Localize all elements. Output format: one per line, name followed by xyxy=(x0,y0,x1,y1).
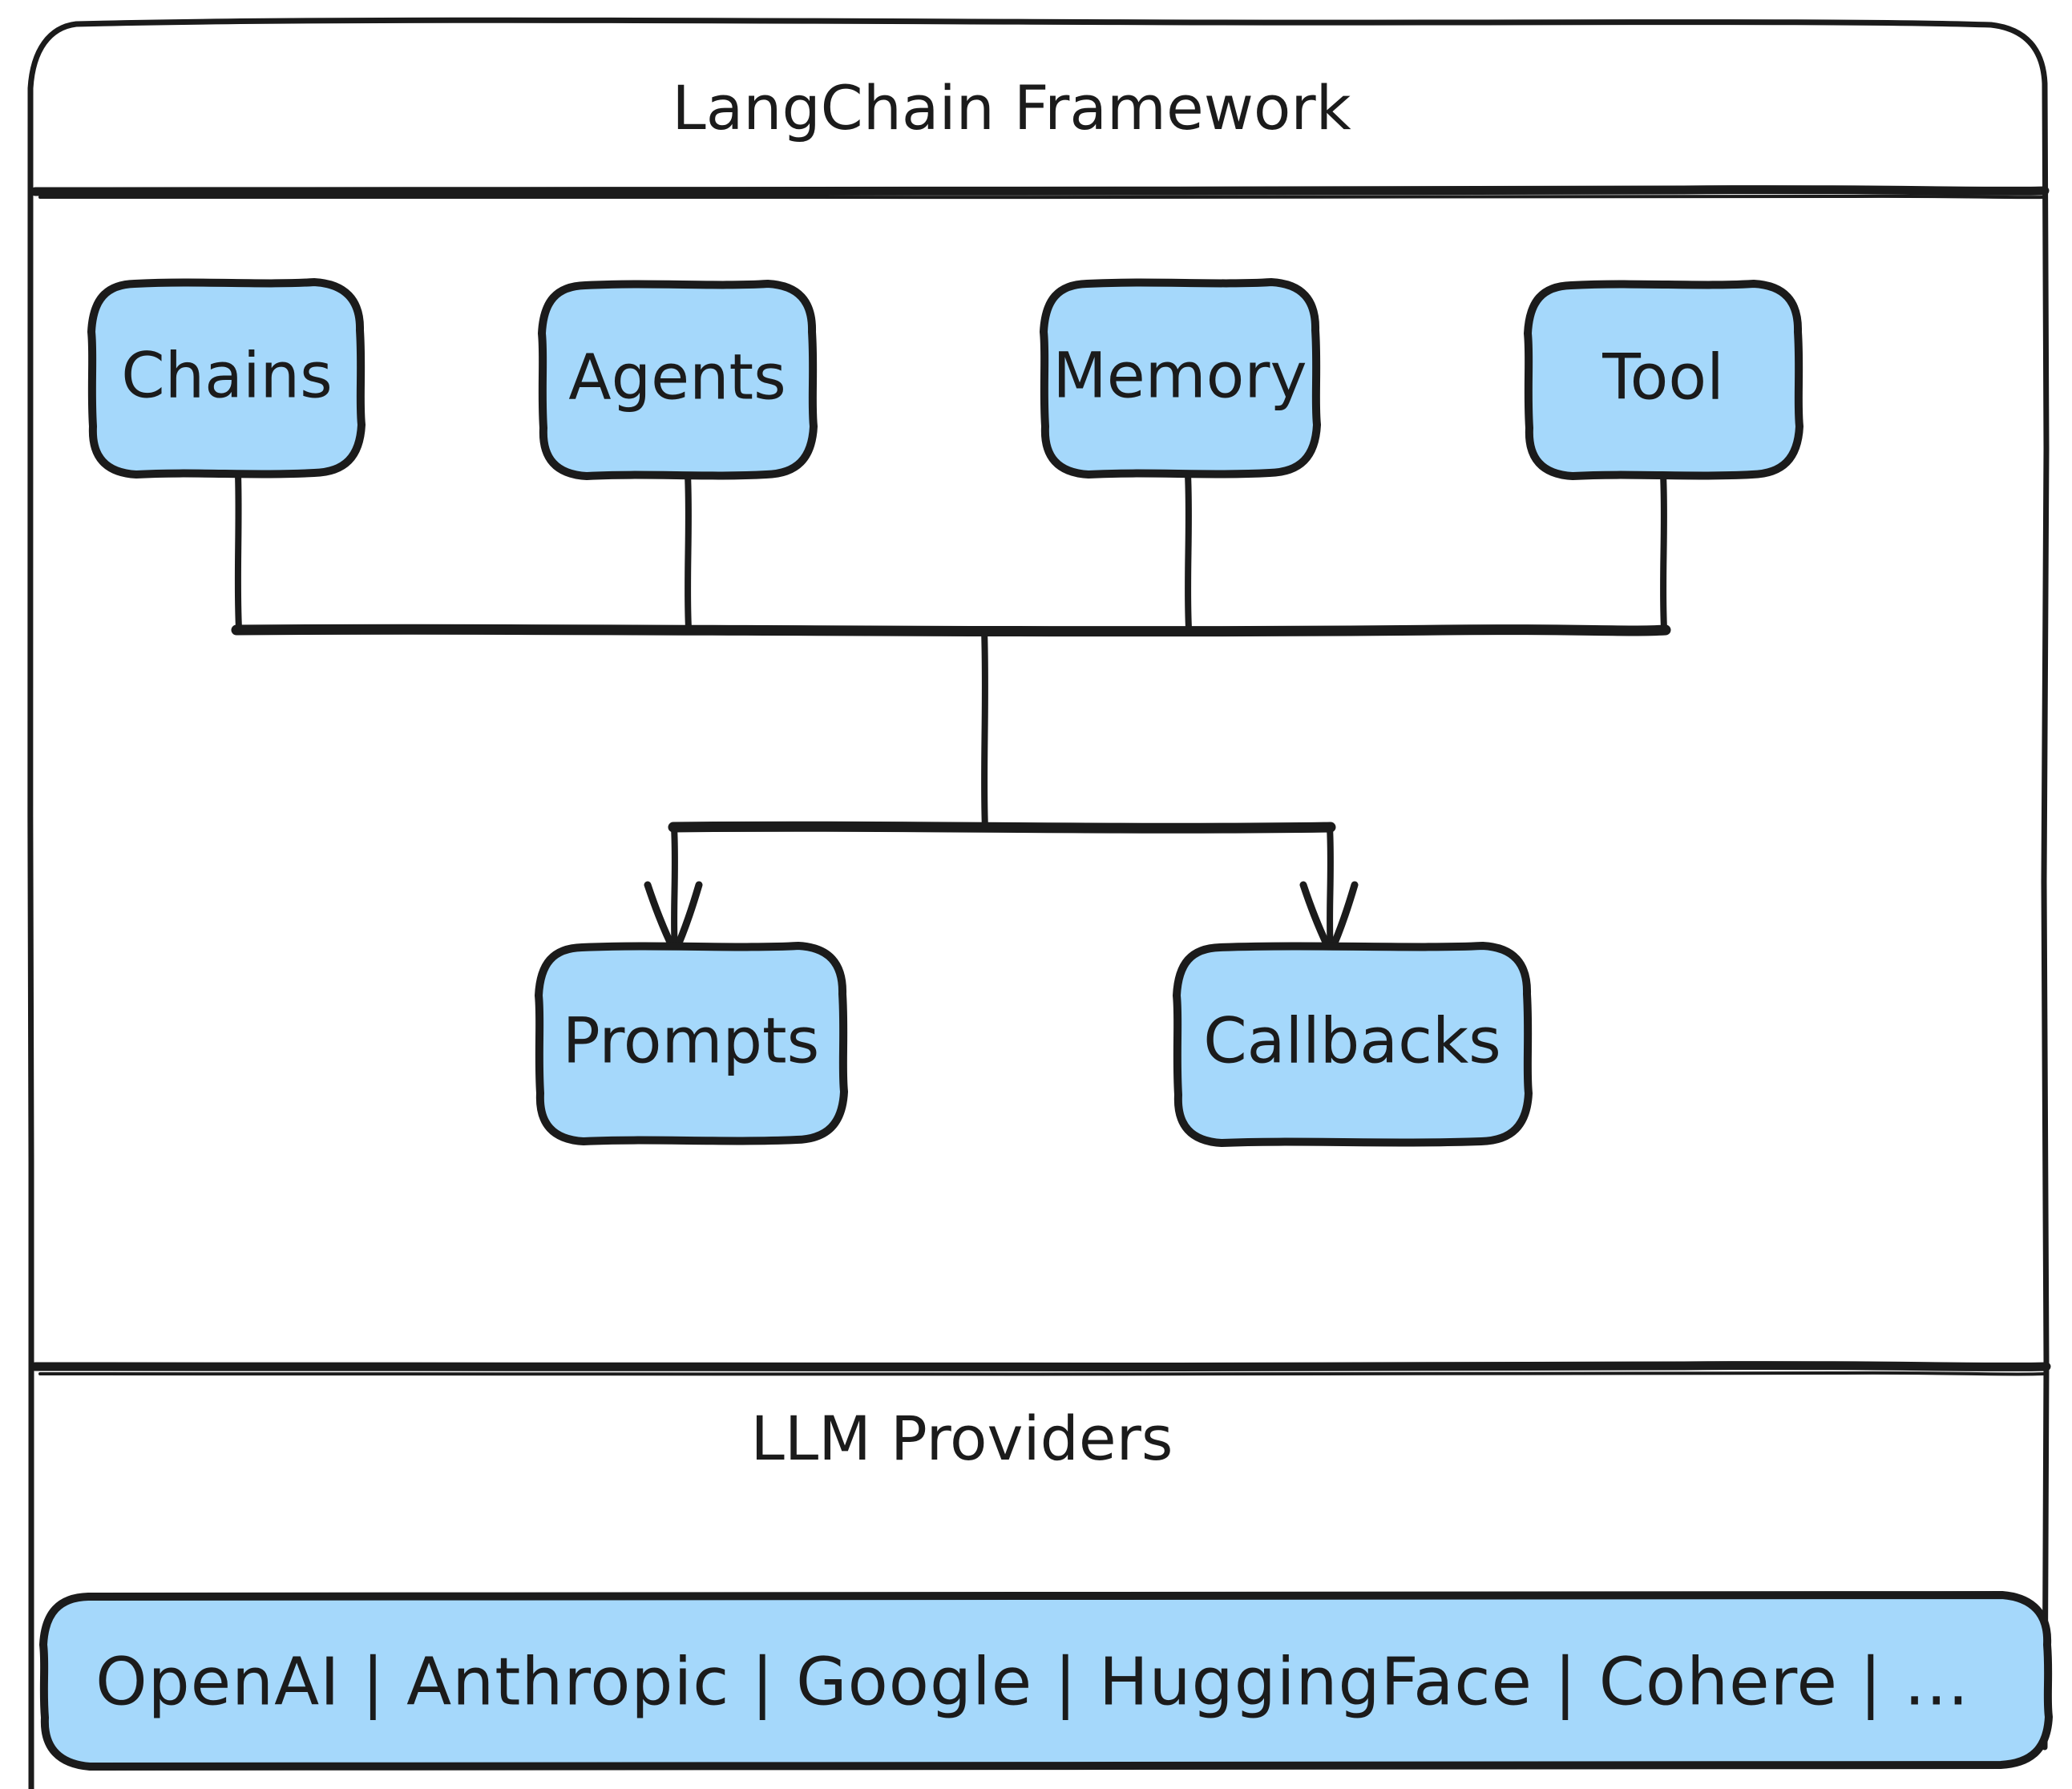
providers-title: LLM Providers xyxy=(751,1403,1173,1474)
edge-fork-to-callbacks xyxy=(1327,824,1334,953)
providers-list-text: OpenAI | Anthropic | Google | HuggingFac… xyxy=(95,1644,1969,1720)
node-callbacks[interactable]: Callbacks xyxy=(1173,942,1533,1147)
edge-chains-to-bus xyxy=(234,471,242,632)
node-label-agents: Agents xyxy=(568,341,786,414)
node-tool[interactable]: Tool xyxy=(1524,280,1803,480)
node-label-callbacks: Callbacks xyxy=(1203,1005,1501,1077)
header-divider xyxy=(30,185,2050,200)
node-label-tool: Tool xyxy=(1601,341,1724,414)
edge-agents-to-bus xyxy=(685,471,692,632)
node-label-prompts: Prompts xyxy=(563,1005,819,1077)
edge-bus-to-fork xyxy=(981,627,988,832)
framework-title: LangChain Framework xyxy=(672,72,1351,143)
fork-bus xyxy=(668,821,1336,834)
node-label-chains: Chains xyxy=(121,340,332,412)
edge-fork-to-prompts xyxy=(671,824,678,953)
connector-group-top xyxy=(231,471,1671,832)
providers-divider xyxy=(30,1360,2051,1376)
edge-tool-to-bus xyxy=(1660,471,1667,632)
connector-group-bottom xyxy=(644,821,1359,956)
node-prompts[interactable]: Prompts xyxy=(535,942,848,1145)
horizontal-bus xyxy=(231,624,1671,637)
node-agents[interactable]: Agents xyxy=(538,280,818,480)
node-label-memory: Memory xyxy=(1052,340,1307,412)
edge-memory-to-bus xyxy=(1185,471,1192,632)
framework-container xyxy=(27,17,2050,1789)
node-memory[interactable]: Memory xyxy=(1040,278,1321,479)
providers-bar[interactable]: OpenAI | Anthropic | Google | HuggingFac… xyxy=(39,1591,2053,1771)
node-chains[interactable]: Chains xyxy=(87,278,366,479)
